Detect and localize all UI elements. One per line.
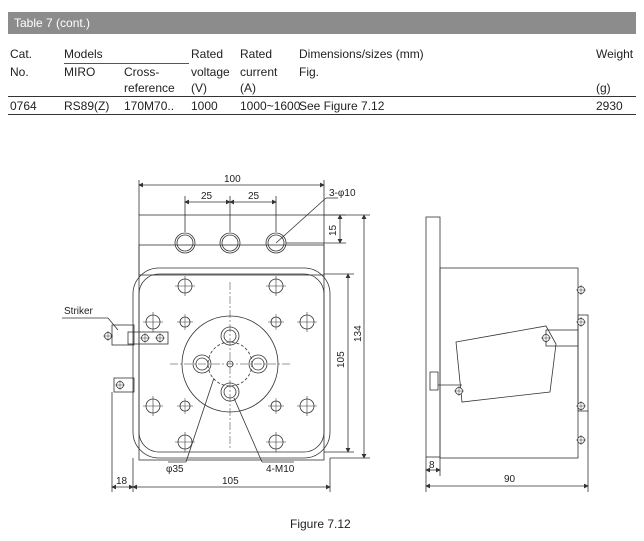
dim-15: 15 xyxy=(328,224,339,236)
row-cross: 170M70.. xyxy=(124,99,175,113)
row-weight: 2930 xyxy=(596,99,623,113)
header-dimensions: Dimensions/sizes (mm) xyxy=(299,47,424,61)
header-rated-current-2: current xyxy=(240,65,278,79)
header-rated-current-1: Rated xyxy=(240,47,273,61)
side-plate xyxy=(425,216,441,458)
dim-105-vertical: 105 xyxy=(336,351,347,368)
header-weight-1: Weight xyxy=(596,47,634,61)
header-rated-voltage-1: Rated xyxy=(191,47,224,61)
fuse-body-inner xyxy=(138,273,325,453)
dim-8: 8 xyxy=(429,460,435,471)
row-voltage: 1000 xyxy=(191,99,218,113)
table-title-banner: Table 7 (cont.) xyxy=(8,12,636,34)
front-view xyxy=(102,214,331,461)
table-title: Table 7 (cont.) xyxy=(14,16,91,30)
fuse-body-outer xyxy=(132,267,331,459)
row-miro: RS89(Z) xyxy=(64,99,110,113)
header-cross-2: reference xyxy=(124,81,175,95)
side-view xyxy=(425,216,589,459)
dim-25b: 25 xyxy=(248,191,260,202)
spec-table: Cat. Models Rated Rated Dimensions/sizes… xyxy=(8,42,636,115)
front-dimensions xyxy=(62,180,370,492)
header-fig: Fig. xyxy=(299,65,320,79)
dim-18: 18 xyxy=(116,476,128,487)
side-dimensions xyxy=(425,411,589,492)
mounting-hole xyxy=(174,232,196,254)
header-rated-voltage-3: (V) xyxy=(191,81,207,95)
header-cat-2: No. xyxy=(10,65,29,79)
header-cross-1: Cross- xyxy=(124,65,160,79)
striker-label: Striker xyxy=(64,306,94,317)
figure-caption: Figure 7.12 xyxy=(290,517,351,531)
header-cat-1: Cat. xyxy=(10,47,33,61)
striker-linkage xyxy=(455,325,557,403)
header-rule xyxy=(8,96,636,97)
row-current: 1000~1600 xyxy=(240,99,301,113)
dim-134: 134 xyxy=(353,325,364,342)
row-rule xyxy=(8,114,636,115)
dim-25a: 25 xyxy=(201,191,213,202)
dim-holes: 3-φ10 xyxy=(329,188,356,199)
models-subrule xyxy=(64,63,189,64)
row-fig: See Figure 7.12 xyxy=(299,99,385,113)
header-rated-voltage-2: voltage xyxy=(191,65,230,79)
header-models: Models xyxy=(64,47,103,61)
side-body xyxy=(439,267,579,459)
header-weight-2: (g) xyxy=(596,81,611,95)
dim-m10: 4-M10 xyxy=(266,464,295,475)
dim-phi35: φ35 xyxy=(166,464,184,475)
dim-90: 90 xyxy=(504,474,516,485)
mounting-hole xyxy=(219,232,241,254)
header-rated-current-3: (A) xyxy=(240,81,256,95)
side-terminal-block xyxy=(577,314,589,412)
header-miro: MIRO xyxy=(64,65,96,79)
dim-100: 100 xyxy=(224,174,241,185)
row-cat: 0764 xyxy=(10,99,37,113)
dim-105-horizontal: 105 xyxy=(222,476,239,487)
striker-assembly xyxy=(102,324,169,393)
